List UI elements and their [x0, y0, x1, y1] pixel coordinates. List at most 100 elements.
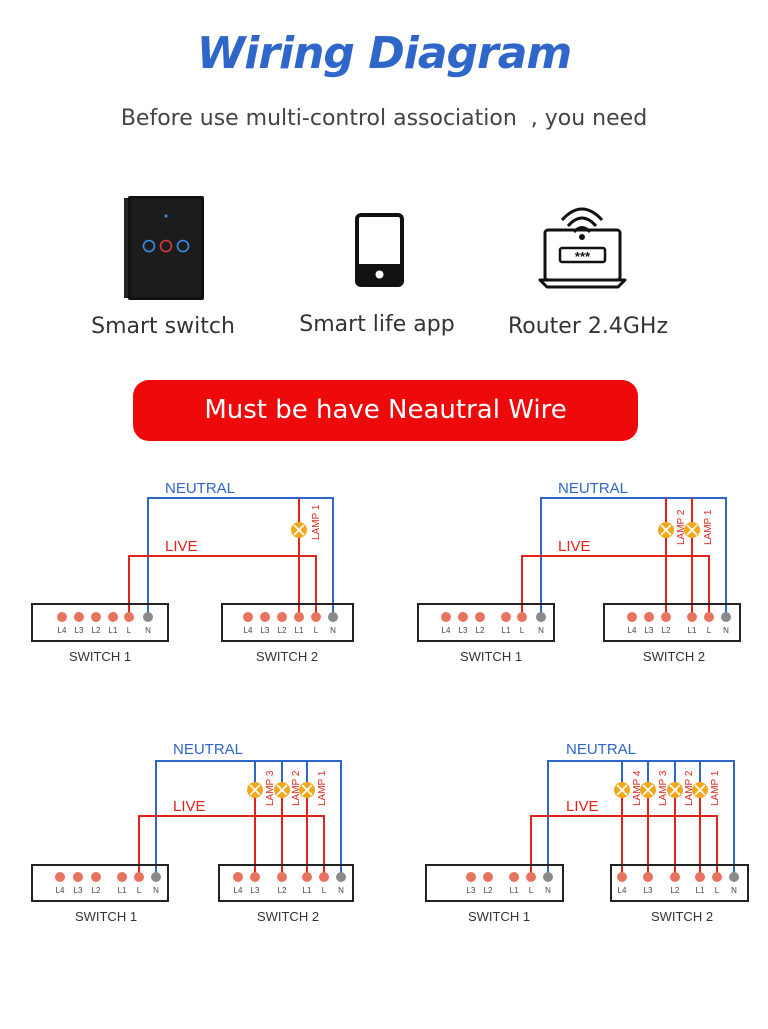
neutral-label: NEUTRAL	[173, 741, 243, 758]
terminal-label: L	[707, 626, 712, 635]
router-icon: ***	[538, 207, 627, 289]
neutral-wire-banner: Must be have Neautral Wire	[133, 380, 638, 441]
switch-1-label: SWITCH 1	[460, 649, 522, 664]
lamp-label: LAMP 3	[265, 770, 276, 806]
terminal-label: N	[338, 886, 344, 895]
terminal-label: L1	[502, 626, 511, 635]
switch-2-label: SWITCH 2	[256, 649, 318, 664]
terminal-label: L1	[688, 626, 697, 635]
smart-switch-icon	[124, 196, 204, 300]
switch-2-box	[218, 864, 354, 902]
requirement-app	[279, 190, 479, 310]
switch-1-terminals: L4 L3 L2 L1 L N	[57, 612, 153, 635]
phone-icon	[355, 213, 404, 287]
switch-2-box	[221, 603, 354, 642]
terminal-label: L1	[303, 886, 312, 895]
router-label: Router 2.4GHz	[507, 314, 669, 339]
terminal-label: L1	[510, 886, 519, 895]
terminal-label: N	[330, 626, 336, 635]
terminal-label: N	[145, 626, 151, 635]
neutral-label: NEUTRAL	[558, 480, 628, 497]
lamp: LAMP 4	[614, 770, 643, 806]
lamp-label: LAMP 1	[703, 509, 714, 545]
lamp-label: LAMP 2	[676, 509, 687, 545]
switch-2-terminals: L4 L3 L2 L1 L N	[233, 872, 346, 895]
lamp: LAMP 2	[667, 770, 695, 806]
smart-switch-label: Smart switch	[91, 314, 235, 339]
terminal-label: L2	[92, 886, 101, 895]
switch-2-label: SWITCH 2	[651, 909, 713, 924]
switch-1-box	[425, 864, 564, 902]
switch-1-box	[31, 603, 169, 642]
neutral-label: NEUTRAL	[165, 480, 235, 497]
live-label: LIVE	[566, 798, 599, 815]
lamp-label: LAMP 1	[710, 770, 721, 806]
lamp: LAMP 2	[658, 509, 687, 545]
requirement-smart-switch	[63, 190, 263, 310]
switch-1-label: SWITCH 1	[75, 909, 137, 924]
switch-2-terminals: L4 L3 L2 L1 L N	[617, 872, 739, 895]
diagram-two-gang: NEUTRAL LIVE LAMP 2 LAMP 1 L4 L3 L2 L1 L…	[417, 480, 741, 664]
terminal-label: L4	[618, 886, 627, 895]
lamp: LAMP 1	[692, 770, 721, 806]
terminal-label: L	[322, 886, 327, 895]
switch-2-terminals: L4 L3 L2 L1 L N	[627, 612, 731, 635]
diagram-one-gang: NEUTRAL LIVE LAMP 1 L4 L3 L2 L1 L N SWIT…	[31, 480, 354, 664]
switch-1-box	[31, 864, 169, 902]
terminal-label: N	[731, 886, 737, 895]
app-label: Smart life app	[299, 312, 455, 337]
terminal-label: L	[529, 886, 534, 895]
terminal-label: L2	[278, 886, 287, 895]
diagram-three-gang: NEUTRAL LIVE LAMP 3 LAMP 2 LAMP 1 L4 L3 …	[31, 741, 354, 924]
switch-1-label: SWITCH 1	[69, 649, 131, 664]
terminal-label: L3	[644, 886, 653, 895]
terminal-label: L4	[442, 626, 451, 635]
terminal-label: L3	[467, 886, 476, 895]
terminal-label: L1	[696, 886, 705, 895]
terminal-label: L4	[58, 626, 67, 635]
terminal-label: L3	[645, 626, 654, 635]
switch-1-box	[417, 603, 555, 642]
terminal-label: L1	[118, 886, 127, 895]
terminal-label: L3	[74, 886, 83, 895]
lamp-label: LAMP 1	[317, 770, 328, 806]
switch-2-box	[610, 864, 749, 902]
switch-2-box	[603, 603, 741, 642]
page-title: Wiring Diagram	[196, 28, 573, 79]
terminal-label: L2	[484, 886, 493, 895]
switch-2-label: SWITCH 2	[643, 649, 705, 664]
switch-1-label: SWITCH 1	[468, 909, 530, 924]
lamp: LAMP 3	[640, 770, 669, 806]
terminal-label: L2	[671, 886, 680, 895]
neutral-label: NEUTRAL	[566, 741, 636, 758]
terminal-label: L1	[295, 626, 304, 635]
terminal-label: L	[314, 626, 319, 635]
diagram-four-gang: NEUTRAL LIVE LAMP 4 LAMP 3 LAMP 2 LAMP 1…	[425, 741, 749, 924]
live-label: LIVE	[173, 798, 206, 815]
lamp-label: LAMP 4	[632, 770, 643, 806]
lamp: LAMP 1	[684, 509, 714, 545]
terminal-label: N	[545, 886, 551, 895]
terminal-label: N	[538, 626, 544, 635]
page-subtitle: Before use multi-control association , y…	[120, 106, 648, 131]
terminal-label: L	[137, 886, 142, 895]
lamp: LAMP 1	[299, 770, 328, 806]
switch-1-terminals: L4 L3 L2 L1 L N	[441, 612, 546, 635]
terminal-label: L2	[662, 626, 671, 635]
terminal-label: L4	[234, 886, 243, 895]
terminal-label: L1	[109, 626, 118, 635]
switch-1-terminals: L4 L3 L2 L1 L N	[55, 872, 161, 895]
terminal-label: N	[153, 886, 159, 895]
switch-2-label: SWITCH 2	[257, 909, 319, 924]
terminal-label: L2	[92, 626, 101, 635]
switch-2-terminals: L4 L3 L2 L1 L N	[243, 612, 338, 635]
terminal-label: L3	[251, 886, 260, 895]
terminal-label: L3	[75, 626, 84, 635]
lamp-label: LAMP 3	[658, 770, 669, 806]
terminal-label: L2	[476, 626, 485, 635]
terminal-label: N	[723, 626, 729, 635]
terminal-label: L	[520, 626, 525, 635]
switch-1-terminals: L3 L2 L1 L N	[466, 872, 553, 895]
requirement-router: ***	[482, 190, 682, 310]
